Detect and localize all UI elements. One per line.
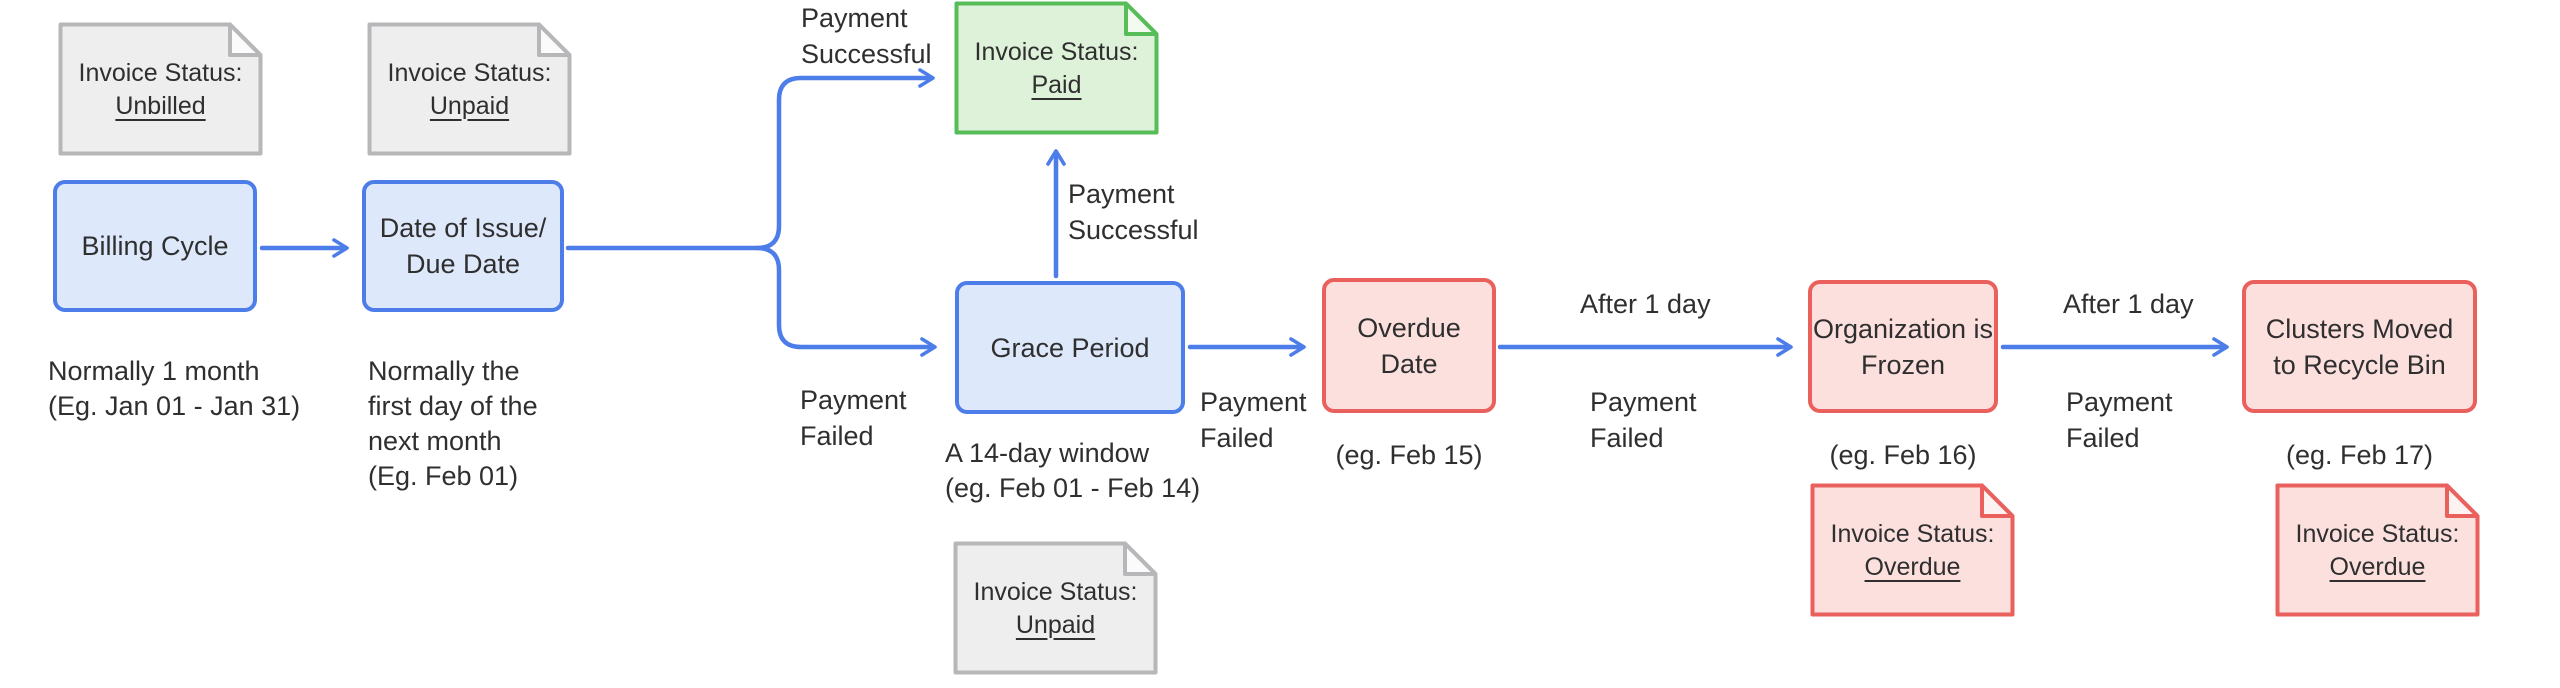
note-document-shape	[58, 22, 263, 156]
note-invoice-overdue-frozen: Invoice Status: Overdue	[1810, 483, 2015, 617]
note-invoice-overdue-recycle: Invoice Status: Overdue	[2275, 483, 2480, 617]
node-label: Organization is Frozen	[1812, 313, 1994, 380]
node-label: Date of Issue/ Due Date	[379, 213, 547, 279]
note-title: Invoice Status:	[2295, 519, 2460, 548]
edge-label-payment-failed-frozen: Payment Failed	[2066, 387, 2173, 453]
note-invoice-paid: Invoice Status: Paid	[954, 1, 1159, 135]
node-clusters-recycle-bin: Clusters Moved to Recycle Bin	[2242, 280, 2477, 413]
node-organization-frozen: Organization is Frozen	[1808, 280, 1998, 413]
node-label: Billing Cycle	[81, 231, 229, 261]
note-status: Unpaid	[1015, 610, 1096, 639]
note-document-shape	[953, 541, 1158, 675]
note-title: Invoice Status:	[78, 58, 243, 87]
note-document-shape	[1810, 483, 2015, 617]
note-status: Overdue	[1864, 552, 1961, 581]
note-title: Invoice Status:	[974, 37, 1139, 66]
edge-label-payment-failed-overdue: Payment Failed	[1590, 387, 1697, 453]
note-invoice-unbilled: Invoice Status: Unbilled	[58, 22, 263, 156]
note-title: Invoice Status:	[1830, 519, 1995, 548]
note-status: Unpaid	[429, 91, 510, 120]
edge-label-payment-successful-split: Payment Successful	[801, 3, 932, 69]
note-document-shape	[2275, 483, 2480, 617]
note-status: Paid	[1031, 70, 1082, 99]
edge-label-payment-failed-split: Payment Failed	[800, 385, 907, 451]
note-invoice-unpaid-top: Invoice Status: Unpaid	[367, 22, 572, 156]
edge-split-to-grace	[754, 245, 937, 357]
node-billing-cycle: Billing Cycle	[53, 180, 257, 312]
node-label: Grace Period	[990, 332, 1150, 363]
note-document-shape	[954, 1, 1159, 135]
note-document-shape	[367, 22, 572, 156]
note-title: Invoice Status:	[387, 58, 552, 87]
caption-overdue-date: (eg. Feb 15)	[1335, 440, 1483, 470]
node-label: Clusters Moved to Recycle Bin	[2265, 313, 2454, 380]
edge-label-payment-failed-grace: Payment Failed	[1200, 387, 1307, 453]
edge-label-after-1-day-frozen: After 1 day	[2063, 289, 2194, 319]
node-date-of-issue: Date of Issue/ Due Date	[362, 180, 564, 312]
caption-billing-cycle: Normally 1 month (Eg. Jan 01 - Jan 31)	[48, 356, 301, 421]
note-title: Invoice Status:	[973, 577, 1138, 606]
note-status: Overdue	[2329, 552, 2426, 581]
edge-label-after-1-day-overdue: After 1 day	[1580, 289, 1711, 319]
node-overdue-date: Overdue Date	[1322, 278, 1496, 413]
edge-issue-to-paid	[565, 68, 935, 251]
node-grace-period: Grace Period	[955, 281, 1185, 414]
edge-label-payment-successful-grace: Payment Successful	[1068, 179, 1199, 245]
caption-clusters-recycle-bin: (eg. Feb 17)	[2285, 440, 2434, 470]
caption-organization-frozen: (eg. Feb 16)	[1829, 440, 1977, 470]
caption-date-of-issue: Normally the first day of the next month…	[368, 356, 538, 491]
note-status: Unbilled	[115, 91, 206, 120]
note-invoice-unpaid-bottom: Invoice Status: Unpaid	[953, 541, 1158, 675]
node-label: Overdue Date	[1357, 312, 1461, 379]
caption-grace-period: A 14-day window (eg. Feb 01 - Feb 14)	[945, 438, 1201, 503]
